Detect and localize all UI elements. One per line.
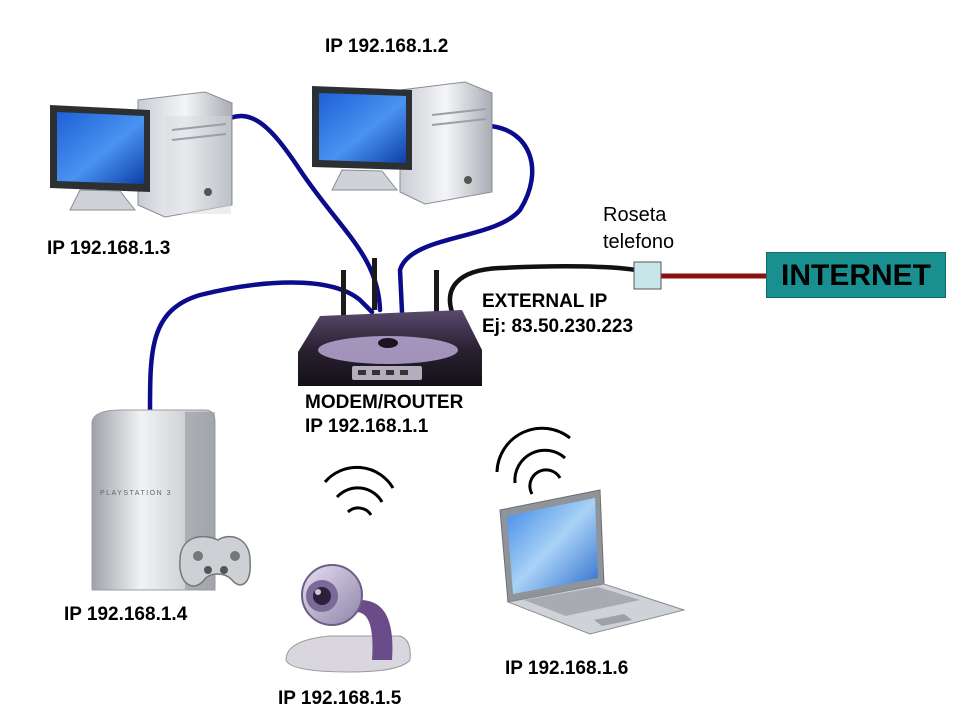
pc-top-ip-label: IP 192.168.1.2 xyxy=(325,36,449,57)
pc-top xyxy=(312,81,493,205)
laptop xyxy=(499,489,686,635)
cable-console xyxy=(147,280,375,415)
router-name-label: MODEM/ROUTER xyxy=(305,392,464,413)
wifi-waves-laptop xyxy=(495,426,571,495)
internet-box: INTERNET xyxy=(766,252,946,298)
router-antenna-1 xyxy=(341,270,346,316)
external-ip-example: Ej: 83.50.230.223 xyxy=(482,316,634,337)
gamepad xyxy=(179,535,251,587)
cable-pc-top xyxy=(397,123,535,315)
external-ip-title: EXTERNAL IP xyxy=(482,291,608,312)
phone-socket-label-line1: Roseta xyxy=(603,204,667,226)
cable-phone-line xyxy=(447,264,637,313)
router-ip-label: IP 192.168.1.1 xyxy=(305,416,429,437)
laptop-ip-label: IP 192.168.1.6 xyxy=(505,658,629,679)
console-ip-label: IP 192.168.1.4 xyxy=(64,604,188,625)
webcam-ip-label: IP 192.168.1.5 xyxy=(278,688,402,709)
phone-socket xyxy=(633,261,662,290)
lan-cables xyxy=(147,113,535,415)
monitor-left xyxy=(50,105,150,211)
cable-pc-left xyxy=(219,113,383,313)
modem-router xyxy=(298,258,482,386)
console-brand: PLAYSTATION 3 xyxy=(100,490,172,497)
webcam xyxy=(285,564,411,673)
tower-left xyxy=(137,91,233,218)
game-console: PLAYSTATION 3 xyxy=(91,409,251,591)
wifi-waves-webcam xyxy=(323,465,395,516)
tower-top xyxy=(399,81,493,205)
router-antenna-2 xyxy=(372,258,377,310)
phone-socket-label-line2: telefono xyxy=(603,231,675,253)
pc-left-ip-label: IP 192.168.1.3 xyxy=(47,238,171,259)
monitor-top xyxy=(312,86,412,191)
pc-left xyxy=(50,91,233,218)
router-antenna-3 xyxy=(434,270,439,314)
